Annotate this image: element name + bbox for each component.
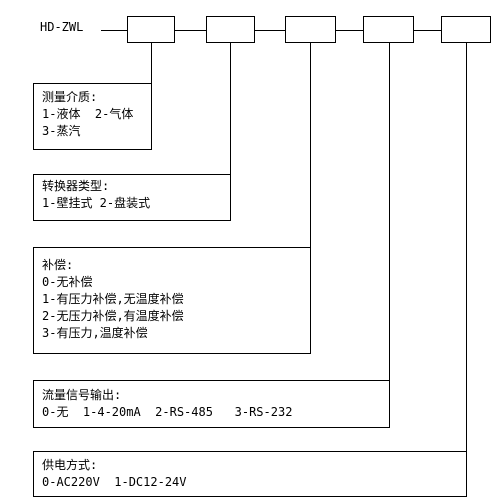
group-box-3 (33, 247, 311, 354)
code-slot-4 (363, 16, 414, 43)
group-option: 3-蒸汽 (42, 124, 81, 138)
group-box-4 (33, 380, 390, 428)
group-option: 1-有压力补偿,无温度补偿 (42, 292, 184, 306)
group-option: 2-无压力补偿,有温度补偿 (42, 309, 184, 323)
group-title: 转换器类型: (42, 179, 110, 193)
group-option: 3-有压力,温度补偿 (42, 326, 148, 340)
group-option: 0-无 1-4-20mA 2-RS-485 3-RS-232 (42, 405, 293, 419)
code-slot-2 (206, 16, 255, 43)
group-box-1 (33, 83, 152, 150)
group-option: 0-AC220V 1-DC12-24V (42, 475, 187, 489)
group-converter-type: 转换器类型: 1-壁挂式 2-盘装式 (42, 178, 150, 212)
leader-line-1 (33, 43, 152, 84)
model-label: HD-ZWL (40, 20, 84, 34)
group-title: 补偿: (42, 258, 74, 272)
group-compensation: 补偿: 0-无补偿 1-有压力补偿,无温度补偿 2-无压力补偿,有温度补偿 3-… (42, 257, 184, 342)
group-title: 测量介质: (42, 90, 98, 104)
code-slot-1 (127, 16, 175, 43)
group-option: 0-无补偿 (42, 275, 93, 289)
code-slot-5 (441, 16, 491, 43)
group-box-2 (33, 174, 231, 221)
group-option: 1-壁挂式 2-盘装式 (42, 196, 151, 210)
group-title: 流量信号输出: (42, 388, 122, 402)
group-power-supply: 供电方式: 0-AC220V 1-DC12-24V (42, 457, 187, 491)
group-option: 1-液体 2-气体 (42, 107, 134, 121)
group-title: 供电方式: (42, 458, 98, 472)
group-flow-output: 流量信号输出: 0-无 1-4-20mA 2-RS-485 3-RS-232 (42, 387, 292, 421)
leader-line-3 (33, 43, 311, 248)
group-box-5 (33, 451, 467, 497)
code-slot-3 (285, 16, 336, 43)
group-medium: 测量介质: 1-液体 2-气体 3-蒸汽 (42, 89, 133, 140)
